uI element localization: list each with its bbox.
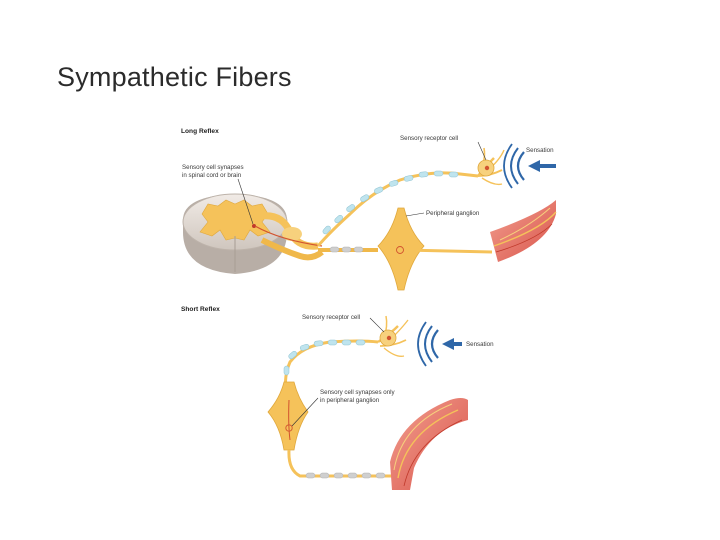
short-receptor-label: Sensory receptor cell (302, 314, 360, 321)
long-sensory-receptor-cell (478, 142, 504, 184)
short-reflex-heading: Short Reflex (181, 306, 220, 313)
short-gut-wall (390, 398, 468, 490)
short-sensory-receptor-cell (370, 316, 408, 356)
short-sensation-label: Sensation (466, 341, 494, 348)
diagram-label: Peripheral ganglion (426, 210, 480, 217)
long-ganglion-label: Peripheral ganglion (406, 210, 480, 217)
long-gut-wall (490, 200, 556, 262)
long-receptor-label: Sensory receptor cell (400, 135, 458, 142)
diagram-label: in spinal cord or brain (182, 172, 242, 179)
diagram-label: Sensory cell synapses (182, 164, 244, 171)
long-reflex-heading: Long Reflex (181, 128, 219, 135)
diagram-label: in peripheral ganglion (320, 397, 380, 404)
short-sensation-stimulus (418, 322, 462, 366)
short-sensation-arrow-icon (442, 338, 454, 350)
long-sensation-arrow-icon (528, 160, 540, 172)
short-synapse-label: Sensory cell synapses only in peripheral… (292, 389, 396, 426)
long-sensation-label: Sensation (526, 147, 554, 154)
diagram-label: Sensory cell synapses only (320, 389, 396, 396)
